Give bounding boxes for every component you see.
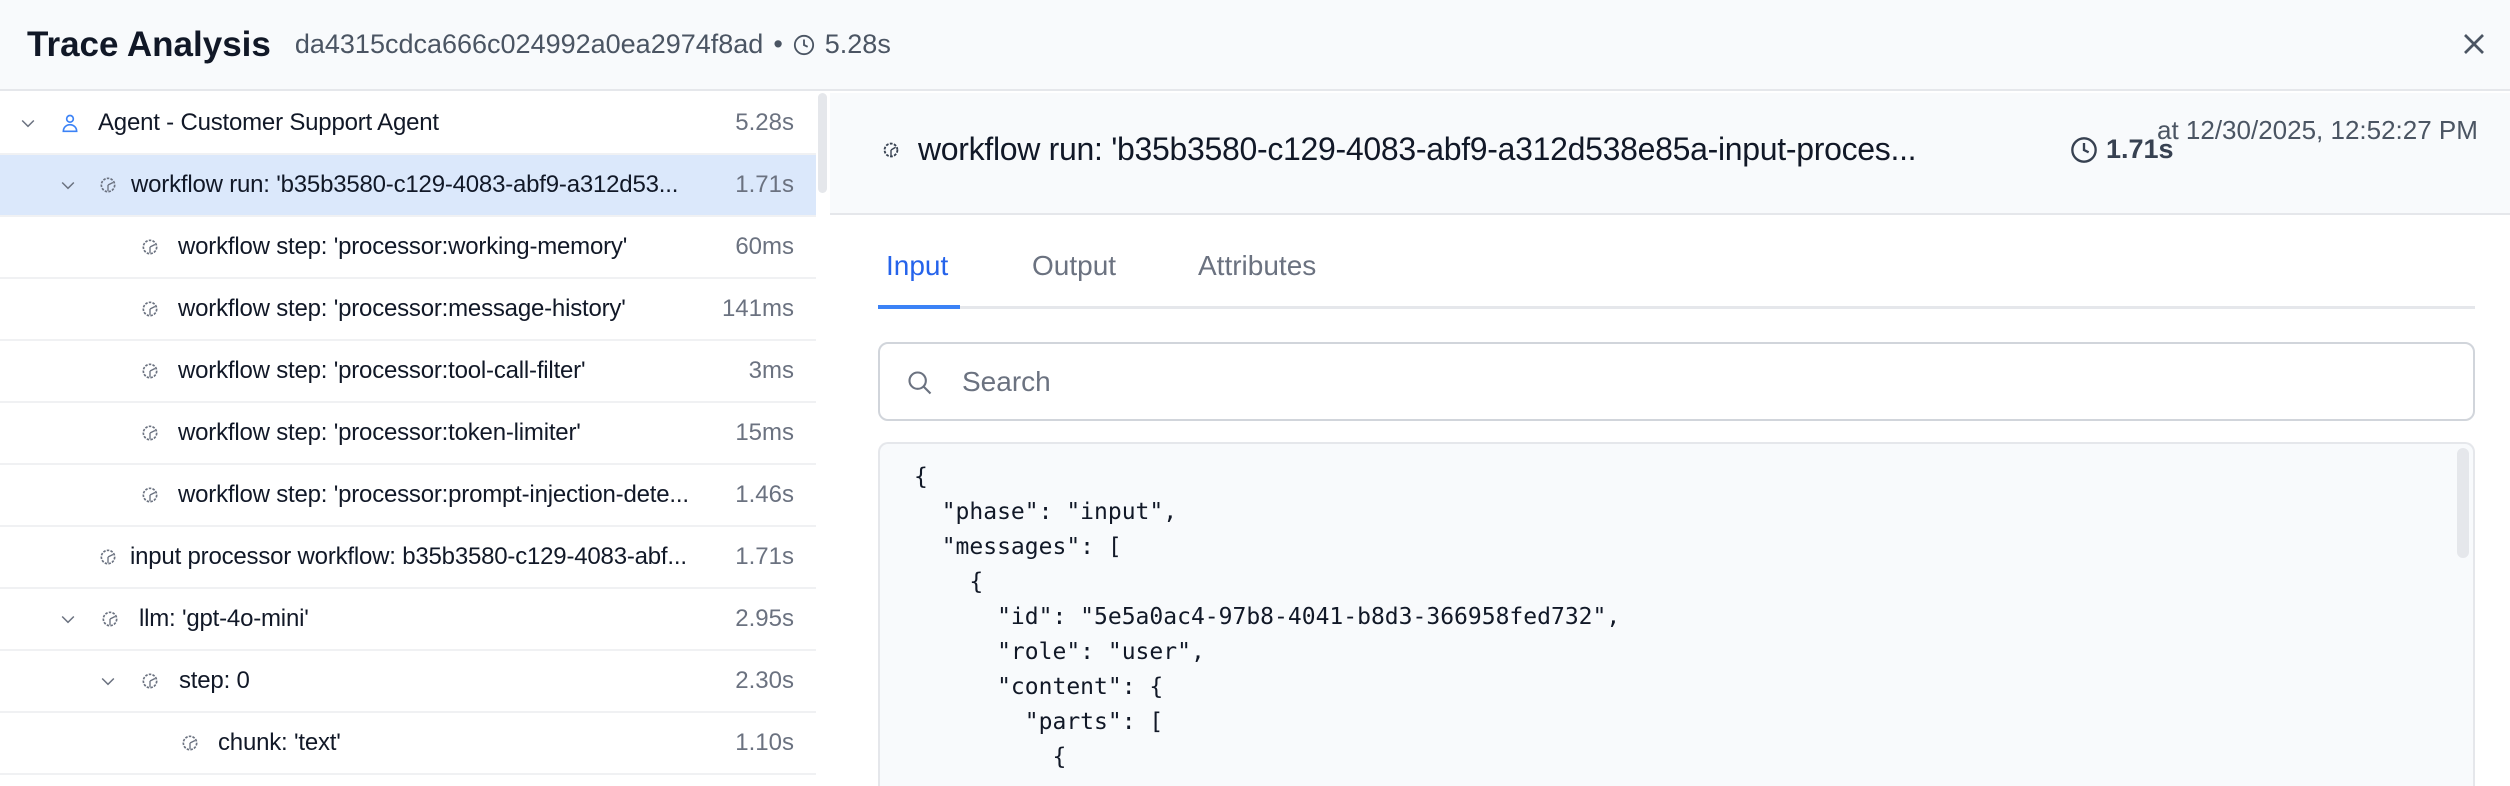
tree-row-duration: 141ms <box>721 295 794 322</box>
span-duration-value: 1.71s <box>2106 134 2174 164</box>
trace-duration: 5.28s <box>824 29 891 59</box>
tree-row-label: workflow step: 'processor:token-limiter' <box>178 419 581 446</box>
tree-row-label: step: 0 <box>179 667 250 694</box>
tab-attributes[interactable]: Attributes <box>1198 250 1317 281</box>
tree-row-duration: 1.10s <box>735 729 794 756</box>
tree-row-duration: 1.46s <box>735 481 794 508</box>
tree-row-duration: 2.95s <box>735 605 794 632</box>
tree-row-duration: 60ms <box>735 233 794 260</box>
tree-row[interactable]: llm: 'gpt-4o-mini' 2.95s <box>0 589 816 651</box>
scrollbar-thumb[interactable] <box>818 93 827 193</box>
search-input[interactable] <box>962 365 2362 398</box>
tree-row-duration: 2.30s <box>735 667 794 694</box>
active-tab-indicator <box>878 305 960 309</box>
user-icon <box>62 114 78 133</box>
gear-icon <box>142 487 158 503</box>
span-title: workflow run: 'b35b3580-c129-4083-abf9-a… <box>918 131 1917 167</box>
tree-row-label: chunk: 'text' <box>218 729 341 756</box>
json-content: { "phase": "input", "messages": [ { "id"… <box>914 464 1621 770</box>
tree-row[interactable]: workflow step: 'processor:tool-call-filt… <box>0 341 816 403</box>
gear-icon <box>142 673 158 689</box>
json-viewer: { "phase": "input", "messages": [ { "id"… <box>878 442 2475 786</box>
gear-icon <box>100 549 116 565</box>
span-tree: Agent - Customer Support Agent 5.28s workf… <box>0 93 828 786</box>
clock-icon <box>2071 136 2097 163</box>
tree-row-duration: 15ms <box>735 419 794 446</box>
tree-row-label: workflow step: 'processor:working-memory… <box>178 233 628 260</box>
page-title: Trace Analysis <box>27 24 271 64</box>
clock-icon <box>793 34 814 55</box>
span-detail-header: workflow run: 'b35b3580-c129-4083-abf9-a… <box>830 93 2510 215</box>
tree-row-duration: 1.71s <box>735 171 794 198</box>
tree-row[interactable]: workflow step: 'processor:message-histor… <box>0 279 816 341</box>
gear-icon <box>102 611 118 627</box>
tree-row-duration: 3ms <box>748 357 794 384</box>
span-duration: 1.71s <box>2070 134 2174 165</box>
tree-row-label: workflow step: 'processor:message-histor… <box>178 295 626 322</box>
scrollbar[interactable] <box>2457 448 2469 558</box>
tree-row[interactable]: chunk: 'text' 1.10s <box>0 713 816 775</box>
gear-icon <box>142 425 158 441</box>
search-icon <box>908 371 932 395</box>
detail-tabs: Input Output Attributes <box>878 240 2475 309</box>
gear-icon <box>182 735 198 751</box>
tree-row-label: input processor workflow: b35b3580-c129-… <box>130 543 687 570</box>
search-box <box>878 342 2475 421</box>
chevron-down-icon[interactable] <box>58 175 78 195</box>
separator: • <box>773 29 783 59</box>
tree-row[interactable]: step: 0 2.30s <box>0 651 816 713</box>
tree-row-label: workflow step: 'processor:prompt-injecti… <box>178 481 689 508</box>
tree-row-duration: 1.71s <box>735 543 794 570</box>
gear-icon <box>142 239 158 255</box>
tree-row[interactable]: input processor workflow: b35b3580-c129-… <box>0 527 816 589</box>
span-timestamp: at 12/30/2025, 12:52:27 PM <box>2157 115 2478 145</box>
tree-row-label: workflow step: 'processor:tool-call-filt… <box>178 357 586 384</box>
close-icon[interactable] <box>2456 26 2492 62</box>
tree-row[interactable]: workflow step: 'processor:working-memory… <box>0 217 816 279</box>
gear-icon <box>142 301 158 317</box>
gear-icon <box>883 142 899 158</box>
tree-row[interactable]: Agent - Customer Support Agent 5.28s <box>0 93 816 155</box>
tree-row[interactable]: workflow step: 'processor:prompt-injecti… <box>0 465 816 527</box>
gear-icon <box>142 363 158 379</box>
tree-row-label: workflow run: 'b35b3580-c129-4083-abf9-a… <box>131 171 679 198</box>
chevron-down-icon[interactable] <box>18 113 38 133</box>
tree-row[interactable]: workflow step: 'processor:token-limiter'… <box>0 403 816 465</box>
gear-icon <box>100 177 116 193</box>
chevron-down-icon[interactable] <box>98 671 118 691</box>
trace-id: da4315cdca666c024992a0ea2974f8ad <box>294 29 764 59</box>
tab-input[interactable]: Input <box>886 250 949 281</box>
tree-row-label: Agent - Customer Support Agent <box>98 109 439 136</box>
chevron-down-icon[interactable] <box>58 609 78 629</box>
tree-row[interactable]: workflow run: 'b35b3580-c129-4083-abf9-a… <box>0 155 816 217</box>
header: Trace Analysis da4315cdca666c024992a0ea2… <box>0 0 2510 91</box>
tab-output[interactable]: Output <box>1032 250 1117 281</box>
tree-row-duration: 5.28s <box>735 109 794 136</box>
tree-row-label: llm: 'gpt-4o-mini' <box>139 605 309 632</box>
scrollbar[interactable] <box>816 93 828 786</box>
